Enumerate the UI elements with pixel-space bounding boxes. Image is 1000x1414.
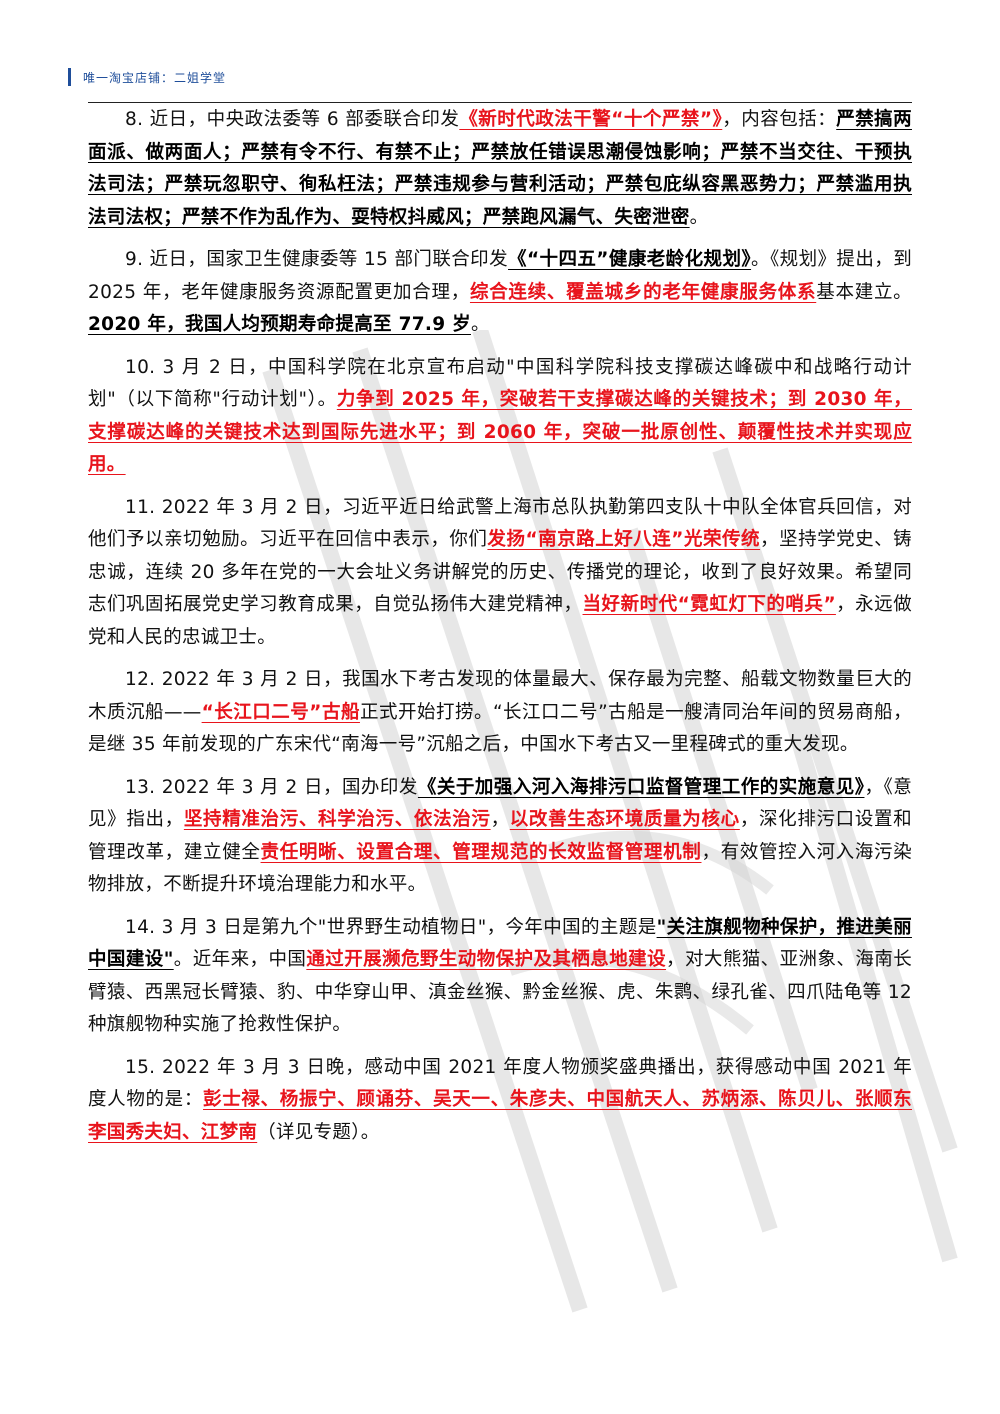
text-segment: ，永远做党和人民的忠诚卫士。 xyxy=(88,594,913,648)
document-body: 8. 近日，中央政法委等 6 部委联合印发《新时代政法干警“十个严禁”》，内容包… xyxy=(88,104,912,1159)
text-segment: ，《意见》指出， xyxy=(88,776,913,831)
red-highlight-text: 发扬“南京路上好八连”光荣传统 xyxy=(487,529,761,550)
header-divider xyxy=(88,102,912,103)
text-segment: 基本建立。 xyxy=(816,281,912,303)
bold-underline-text: "关注旗舰物种保护，推进美丽中国建设" xyxy=(88,916,912,971)
text-segment: ，坚持学党史、铸忠诚，连续 20 多年在党的一大会址义务讲解党的历史、传播党的理… xyxy=(88,529,912,615)
red-highlight-text: “长江口二号”古船 xyxy=(201,701,360,723)
red-highlight-text: 力争到 2025 年，突破若干支撑碳达峰的关键技术；到 2030 年，支撑碳达峰… xyxy=(88,389,912,475)
news-item-8: 8. 近日，中央政法委等 6 部委联合印发《新时代政法干警“十个严禁”》，内容包… xyxy=(88,104,912,234)
text-segment: ， xyxy=(490,809,510,830)
red-highlight-text: 彭士禄、杨振宁、顾诵芬、吴天一、朱彦夫、中国航天人、苏炳添、陈贝儿、张顺东李国秀… xyxy=(88,1089,912,1143)
news-item-15: 15. 2022 年 3 月 3 日晚，感动中国 2021 年度人物颁奖盛典播出… xyxy=(88,1052,912,1150)
header-shop-name: 唯一淘宝店铺：二姐学堂 xyxy=(83,70,227,85)
red-highlight-text: 《新时代政法干警“十个严禁”》 xyxy=(459,109,723,130)
red-highlight-text: 综合连续、覆盖城乡的老年健康服务体系 xyxy=(469,281,817,303)
red-highlight-text: 当好新时代“霓虹灯下的哨兵” xyxy=(582,594,836,615)
text-segment: 。 xyxy=(470,314,490,335)
red-highlight-text: 责任明晰、设置合理、管理规范的长效监督管理机制 xyxy=(260,841,702,863)
text-segment: 12. 2022 年 3 月 2 日，我国水下考古发现的体量最大、保存最为完整、… xyxy=(88,669,912,723)
bold-underline-text: 严禁搞两面派、做两面人；严禁有令不行、有禁不止；严禁放任错误思潮侵蚀影响；严禁不… xyxy=(88,109,912,228)
text-segment: 。近年来，中国 xyxy=(173,949,307,970)
text-segment: ，深化排污口设置和管理改革，建立健全 xyxy=(88,809,912,863)
text-segment: ，内容包括： xyxy=(722,109,837,130)
text-segment: 15. 2022 年 3 月 3 日晚，感动中国 2021 年度人物颁奖盛典播出… xyxy=(88,1056,912,1111)
red-highlight-text: 通过开展濒危野生动物保护及其栖息地建设 xyxy=(306,949,667,970)
text-segment: 9. 近日，国家卫生健康委等 15 部门联合印发 xyxy=(125,249,509,270)
bold-underline-text: 《关于加强入河入海排污口监督管理工作的实施意见》 xyxy=(417,776,865,798)
bold-underline-text: 《“十四五”健康老龄化规划》 xyxy=(508,249,752,270)
news-item-12: 12. 2022 年 3 月 2 日，我国水下考古发现的体量最大、保存最为完整、… xyxy=(88,664,912,762)
text-segment: 。 xyxy=(689,206,709,228)
text-segment: （详见专题）。 xyxy=(257,1121,380,1143)
page-header: 唯一淘宝店铺：二姐学堂 xyxy=(68,66,226,88)
bold-underline-text: 2020 年，我国人均预期寿命提高至 77.9 岁 xyxy=(88,314,471,335)
red-highlight-text: 以改善生态环境质量为核心 xyxy=(509,809,740,830)
news-item-13: 13. 2022 年 3 月 2 日，国办印发《关于加强入河入海排污口监督管理工… xyxy=(88,772,912,902)
text-segment: 11. 2022 年 3 月 2 日，习近平近日给武警上海市总队执勤第四支队十中… xyxy=(88,496,912,551)
header-accent-bar xyxy=(68,68,71,86)
text-segment: ，对大熊猫、亚洲象、海南长臂猿、西黑冠长臂猿、豹、中华穿山甲、滇金丝猴、黔金丝猴… xyxy=(88,949,913,1035)
news-item-14: 14. 3 月 3 日是第九个"世界野生动植物日"，今年中国的主题是"关注旗舰物… xyxy=(88,912,912,1042)
text-segment: ，有效管控入河入海污染物排放，不断提升环境治理能力和水平。 xyxy=(88,841,912,896)
text-segment: 13. 2022 年 3 月 2 日，国办印发 xyxy=(125,776,418,798)
news-item-10: 10. 3 月 2 日，中国科学院在北京宣布启动"中国科学院科技支撑碳达峰碳中和… xyxy=(88,352,912,482)
red-highlight-text: 坚持精准治污、科学治污、依法治污 xyxy=(183,809,491,830)
text-segment: 8. 近日，中央政法委等 6 部委联合印发 xyxy=(125,109,460,130)
text-segment: 10. 3 月 2 日，中国科学院在北京宣布启动"中国科学院科技支撑碳达峰碳中和… xyxy=(88,356,912,411)
text-segment: 正式开始打捞。“长江口二号”古船是一艘清同治年间的贸易商船，是继 35 年前发现… xyxy=(88,701,912,756)
news-item-11: 11. 2022 年 3 月 2 日，习近平近日给武警上海市总队执勤第四支队十中… xyxy=(88,492,912,655)
news-item-9: 9. 近日，国家卫生健康委等 15 部门联合印发《“十四五”健康老龄化规划》。《… xyxy=(88,244,912,342)
text-segment: 14. 3 月 3 日是第九个"世界野生动植物日"，今年中国的主题是 xyxy=(125,916,657,938)
text-segment: 。《规划》提出，到 2025 年，老年健康服务资源配置更加合理， xyxy=(88,249,912,303)
